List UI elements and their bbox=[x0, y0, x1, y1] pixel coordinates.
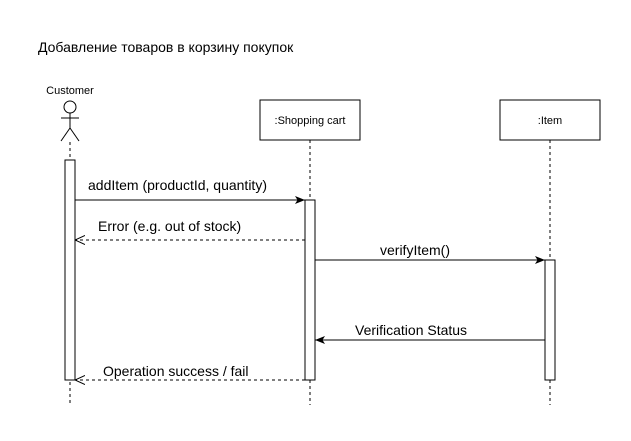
activation-bar-shopping-cart bbox=[304, 199, 316, 381]
activation-bar-item bbox=[544, 259, 556, 381]
participant-customer: Customer bbox=[46, 85, 94, 405]
participant-item: :Item bbox=[499, 99, 601, 405]
message-label: Operation success / fail bbox=[103, 363, 249, 379]
message-add-item: addItem (productId, quantity) bbox=[75, 177, 305, 204]
participant-box-item bbox=[499, 99, 601, 141]
message-label: addItem (productId, quantity) bbox=[88, 177, 267, 193]
activation-bar-customer bbox=[64, 159, 76, 381]
actor-icon bbox=[60, 100, 80, 142]
participant-label-customer: Customer bbox=[46, 85, 94, 97]
message-label: verifyItem() bbox=[380, 242, 450, 258]
participant-label-shopping-cart: :Shopping cart bbox=[275, 115, 346, 127]
message-operation-result: Operation success / fail bbox=[75, 363, 305, 380]
participant-box-shopping-cart bbox=[259, 99, 361, 141]
message-label: Verification Status bbox=[355, 322, 467, 338]
message-error: Error (e.g. out of stock) bbox=[75, 218, 305, 240]
participant-label-item: :Item bbox=[538, 115, 562, 127]
participant-shopping-cart: :Shopping cart bbox=[259, 99, 361, 405]
message-verify-item: verifyItem() bbox=[315, 242, 545, 264]
message-label: Error (e.g. out of stock) bbox=[98, 218, 241, 234]
message-verification-status: Verification Status bbox=[315, 322, 545, 344]
diagram-title: Добавление товаров в корзину покупок bbox=[38, 39, 294, 55]
